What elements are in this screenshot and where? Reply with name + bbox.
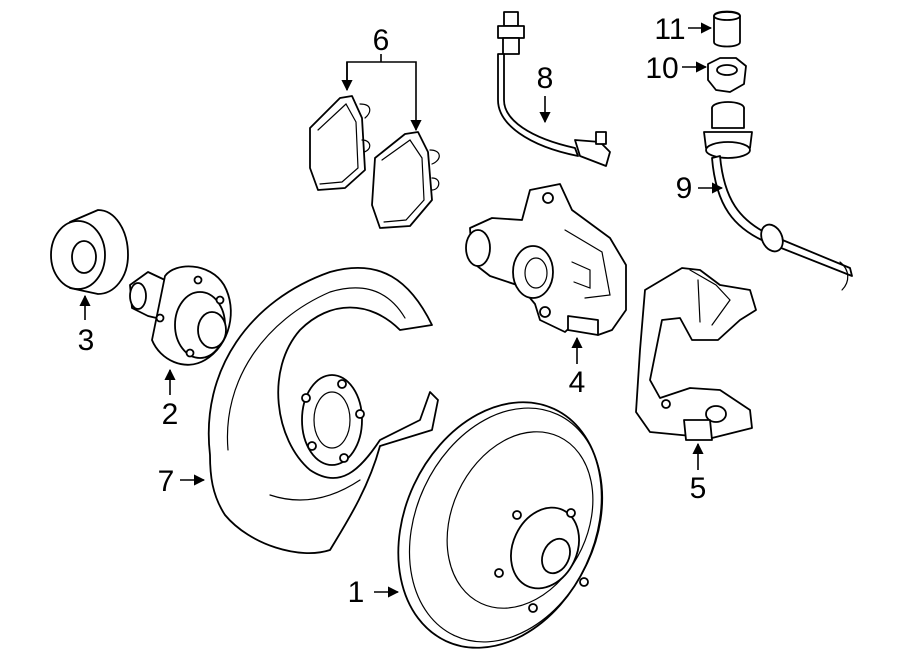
brake-hose-part[interactable] <box>497 11 611 167</box>
wheel-bearing-part[interactable] <box>50 209 129 295</box>
callout-9: 9 <box>676 172 693 205</box>
callout-leaders <box>79 22 724 598</box>
brake-caliper-part[interactable] <box>465 183 627 336</box>
wear-sensor-part[interactable] <box>703 101 853 291</box>
callout-5: 5 <box>690 472 707 505</box>
dust-shield-part[interactable] <box>207 267 439 554</box>
callout-1: 1 <box>348 576 365 609</box>
brake-pads-part[interactable] <box>309 95 440 229</box>
callout-11: 11 <box>654 13 685 46</box>
callout-10: 10 <box>645 52 678 85</box>
callout-7: 7 <box>158 465 175 498</box>
callout-3: 3 <box>78 324 95 357</box>
brake-rotor-part[interactable] <box>360 369 640 661</box>
callout-4: 4 <box>569 366 586 399</box>
sensor-cap-part[interactable] <box>713 10 741 48</box>
callout-2: 2 <box>162 398 179 431</box>
callout-6: 6 <box>373 24 390 57</box>
callout-labels: 1 2 3 4 5 6 7 8 9 10 11 <box>78 13 707 609</box>
callout-8: 8 <box>537 62 554 95</box>
caliper-bracket-part[interactable] <box>635 267 757 441</box>
sensor-nut-part[interactable] <box>707 57 747 93</box>
wheel-hub-part[interactable] <box>129 265 232 366</box>
